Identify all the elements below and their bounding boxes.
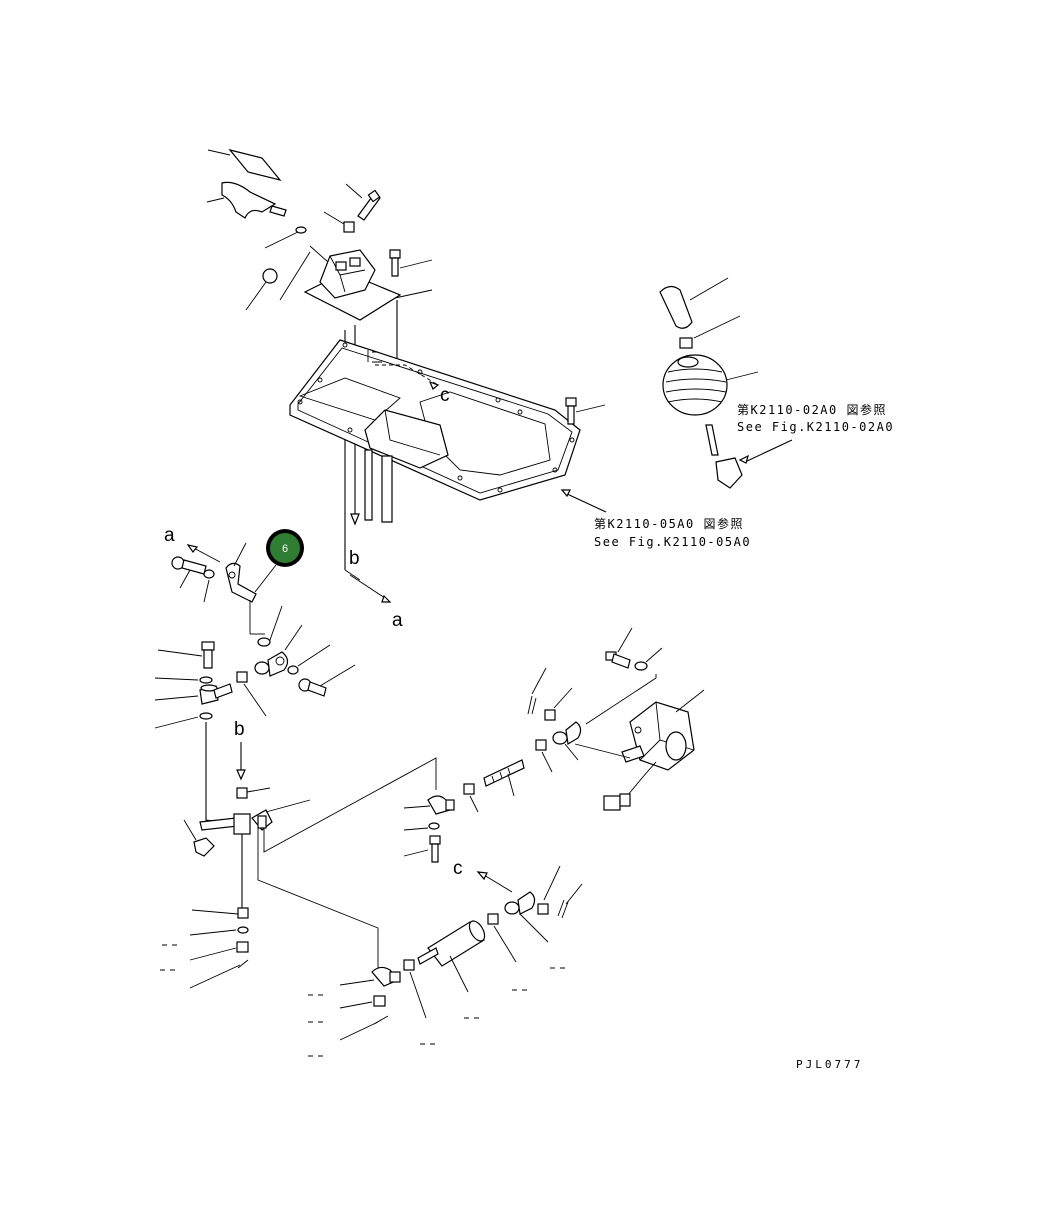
arrow-b-head bbox=[350, 513, 360, 526]
motor-cable bbox=[627, 761, 657, 796]
arrow-c-lower-shaft bbox=[483, 874, 513, 893]
washer-motor bbox=[634, 647, 663, 671]
cotter-pin-upper bbox=[527, 667, 547, 715]
rod-end-left bbox=[254, 624, 303, 677]
washer-mid bbox=[403, 822, 440, 831]
ref-upper-jp: 第K2110-02A0 図参照 bbox=[737, 402, 887, 417]
leader-housing bbox=[394, 289, 433, 299]
threaded-rod bbox=[483, 759, 525, 797]
link-washer-2 bbox=[257, 637, 271, 647]
rod-end-damper bbox=[504, 891, 549, 943]
leader-a-join bbox=[344, 569, 361, 581]
ref-upper-en: See Fig.K2110-02A0 bbox=[737, 420, 894, 434]
link-washer bbox=[203, 569, 215, 603]
rod-end-right bbox=[552, 721, 582, 761]
nut-rod-2 bbox=[535, 739, 553, 773]
bracket-clip bbox=[206, 181, 287, 219]
lever-link bbox=[225, 542, 277, 603]
letter-b-lower: b bbox=[234, 719, 245, 740]
cotter-pin bbox=[189, 959, 249, 989]
nut-gas-spring bbox=[403, 959, 427, 1019]
lever-knob bbox=[659, 277, 729, 329]
link-bolt bbox=[171, 556, 207, 589]
shaft-nut-2 bbox=[189, 941, 249, 961]
leader-c-dashed bbox=[375, 364, 439, 386]
shaft-washer bbox=[189, 926, 249, 936]
bolt-housing bbox=[389, 249, 433, 277]
bolt-short bbox=[213, 683, 233, 699]
motor-connector bbox=[603, 793, 631, 811]
spacer-left bbox=[154, 684, 219, 705]
nut-rod-1 bbox=[463, 783, 479, 813]
bolt-left-1 bbox=[157, 641, 215, 669]
bell-crank bbox=[199, 799, 311, 835]
lever-guard-plate bbox=[207, 148, 282, 182]
ref-middle-jp: 第K2110-05A0 図参照 bbox=[594, 516, 744, 531]
arrow-a-lower-head bbox=[186, 544, 199, 553]
arrow-b-lower-head bbox=[236, 769, 246, 781]
control-lever-housing bbox=[279, 245, 402, 321]
grease-fitting bbox=[183, 819, 215, 857]
drawing-code: PJL0777 bbox=[796, 1058, 863, 1071]
bolt-plate-right bbox=[565, 397, 606, 425]
lever-boot bbox=[662, 354, 759, 416]
washer-rod bbox=[287, 644, 331, 675]
rod-end-gas-spring bbox=[339, 966, 401, 987]
nut-damper bbox=[487, 913, 517, 963]
nut-bottom bbox=[339, 995, 386, 1009]
leader-spacer bbox=[205, 722, 221, 823]
letter-c-lower: c bbox=[453, 858, 463, 879]
shaft-nut-top bbox=[236, 787, 271, 799]
motor-link bbox=[574, 743, 631, 759]
floor-cover-plate bbox=[289, 339, 581, 523]
bolt-rod bbox=[298, 664, 356, 697]
shaft-nut-bottom bbox=[191, 907, 249, 919]
bolt-mid bbox=[403, 835, 441, 863]
leader-motor-bracket bbox=[585, 674, 657, 725]
arrow-c-lower-head bbox=[476, 871, 488, 881]
link-rod-lower bbox=[257, 828, 379, 968]
lever-rod bbox=[705, 424, 793, 489]
actuator-motor bbox=[621, 689, 705, 771]
link-rod-upper bbox=[263, 757, 437, 853]
nut-mid bbox=[236, 671, 267, 717]
letter-c-top: c bbox=[440, 385, 450, 406]
washer-left-2 bbox=[154, 712, 213, 729]
highlight-number: 6 bbox=[282, 543, 288, 555]
arrow-c-head-top bbox=[428, 380, 440, 390]
bolt-motor bbox=[605, 627, 633, 669]
arrow-a-mid-head bbox=[381, 594, 392, 603]
washer-small-top bbox=[264, 226, 307, 249]
cotter-damper bbox=[557, 883, 583, 919]
letter-a-left: a bbox=[164, 525, 175, 546]
rod-end-mid bbox=[403, 795, 455, 815]
knob-ball bbox=[245, 268, 278, 311]
washer-left-1 bbox=[154, 676, 213, 684]
nut-damper-top bbox=[537, 865, 561, 915]
nut-small-top bbox=[323, 211, 355, 233]
nut-upper bbox=[544, 687, 573, 721]
dash-marks bbox=[160, 944, 565, 1057]
knob-nut bbox=[679, 315, 741, 349]
gas-spring bbox=[417, 920, 486, 993]
letter-b-top: b bbox=[349, 548, 360, 569]
arrow-a-mid-shaft bbox=[349, 574, 389, 601]
letter-a-mid: a bbox=[392, 610, 403, 631]
highlight-callout-6[interactable]: 6 bbox=[266, 529, 304, 567]
cotter-bottom bbox=[339, 1015, 389, 1041]
bolt-top bbox=[345, 183, 381, 221]
leader-plate-ref bbox=[564, 492, 607, 513]
arrow-plate-ref bbox=[560, 489, 571, 498]
ref-middle-en: See Fig.K2110-05A0 bbox=[594, 535, 751, 549]
